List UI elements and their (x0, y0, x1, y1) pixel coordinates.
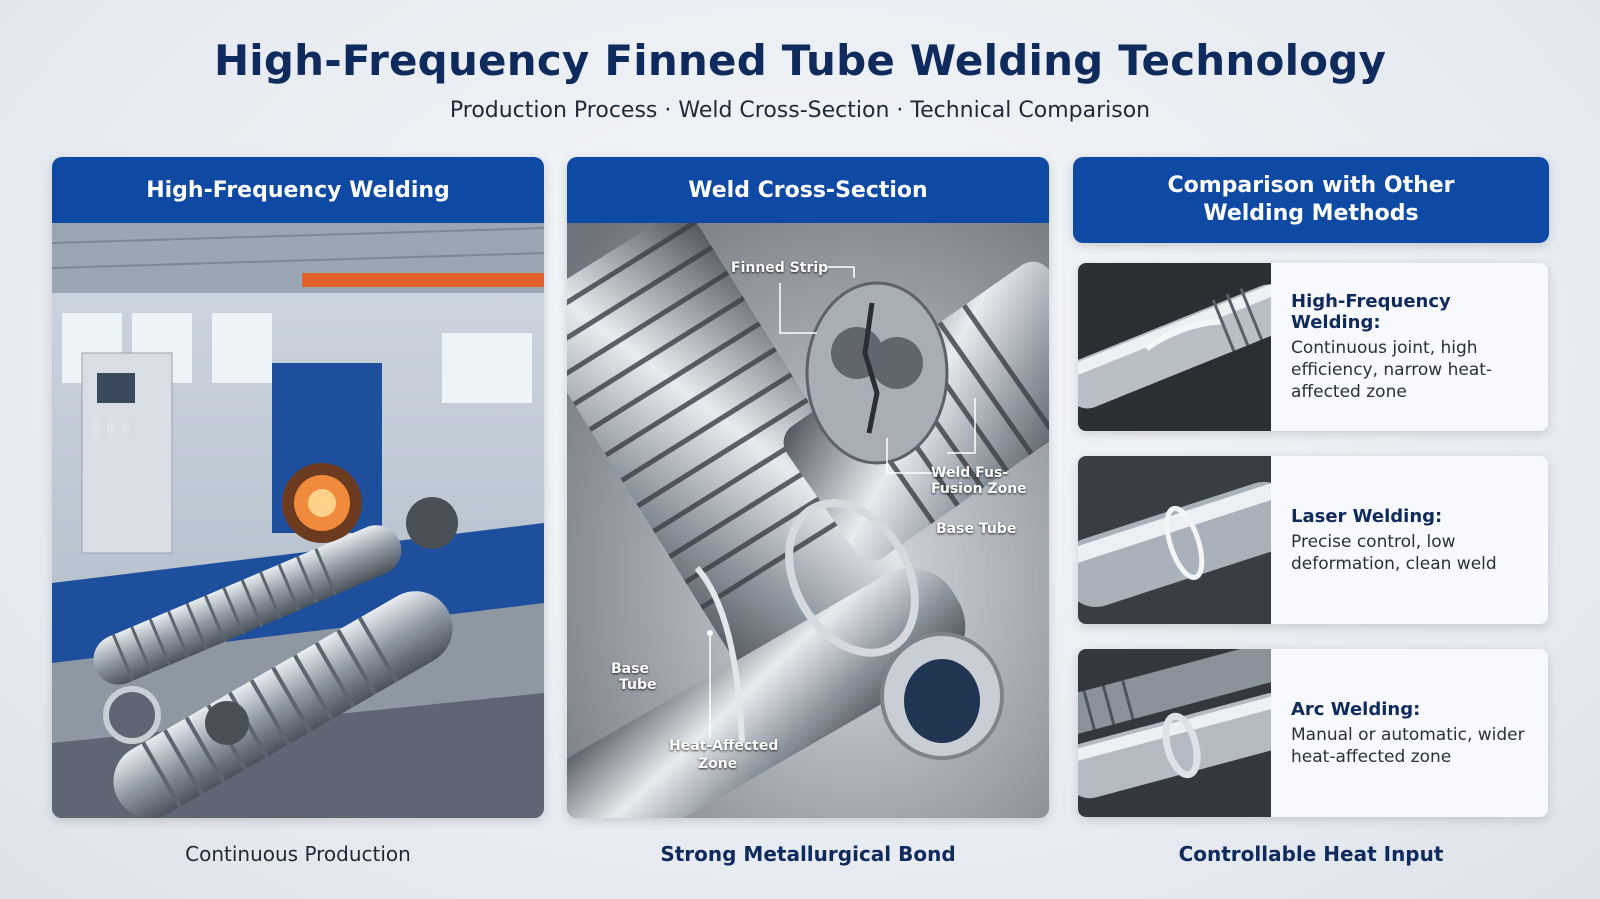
comparison-card-hf: High-Frequency Welding: Continuous joint… (1078, 263, 1548, 431)
panel-cross-section-title: Weld Cross-Section (567, 157, 1049, 223)
panel-weld-cross-section: Weld Cross-Section (567, 157, 1049, 818)
label-weld-fusion-zone-2: Fusion Zone (931, 481, 1027, 497)
arc-comparison-title: Arc Welding: (1291, 698, 1421, 720)
hf-comparison-title: High-Frequency Welding: (1291, 291, 1451, 333)
comparison-card-laser: Laser Welding: Precise control, low defo… (1078, 456, 1548, 624)
panel-comparison-title-line2: Welding Methods (1203, 201, 1419, 226)
page-subtitle: Production Process · Weld Cross-Section … (449, 98, 1151, 123)
laser-comparison-desc: Precise control, low deformation, clean … (1291, 531, 1497, 574)
panel-hf-welding: High-Frequency Welding (52, 157, 544, 818)
laser-weld-thumbnail (1078, 456, 1297, 624)
panel-hf-welding-title: High-Frequency Welding (52, 157, 544, 223)
arc-weld-thumbnail (1078, 649, 1300, 817)
label-heat-affected-zone-2: Zone (698, 756, 738, 772)
hf-comparison-desc: Continuous joint, high efficiency, narro… (1291, 338, 1493, 402)
panel-comparison-title-line1: Comparison with Other (1167, 173, 1455, 198)
hf-weld-thumbnail (1078, 263, 1293, 431)
caption-metallurgical-bond: Strong Metallurgical Bond (660, 842, 956, 866)
label-base-tube-right: Base Tube (936, 521, 1017, 537)
label-heat-affected-zone-1: Heat-Affected (669, 738, 779, 754)
factory-production-line-image (52, 223, 544, 818)
panel-comparison: Comparison with Other Welding Methods (1073, 157, 1549, 243)
label-base-tube-left-2: Tube (619, 677, 657, 693)
panel-comparison-title: Comparison with Other Welding Methods (1073, 157, 1549, 243)
weld-cross-section-image: Finned Strip Weld Fus- Fusion Zone Base … (567, 216, 1049, 818)
label-finned-strip: Finned Strip (731, 260, 829, 276)
label-weld-fusion-zone-1: Weld Fus- (931, 465, 1009, 481)
label-base-tube-left-1: Base (611, 661, 649, 677)
caption-continuous-production: Continuous Production (185, 842, 411, 866)
caption-heat-input: Controllable Heat Input (1178, 842, 1444, 866)
page-title: High-Frequency Finned Tube Welding Techn… (213, 36, 1387, 85)
laser-comparison-title: Laser Welding: (1291, 505, 1443, 527)
comparison-card-arc: Arc Welding: Manual or automatic, wider … (1078, 649, 1548, 817)
arc-comparison-desc: Manual or automatic, wider heat-affected… (1291, 724, 1525, 767)
